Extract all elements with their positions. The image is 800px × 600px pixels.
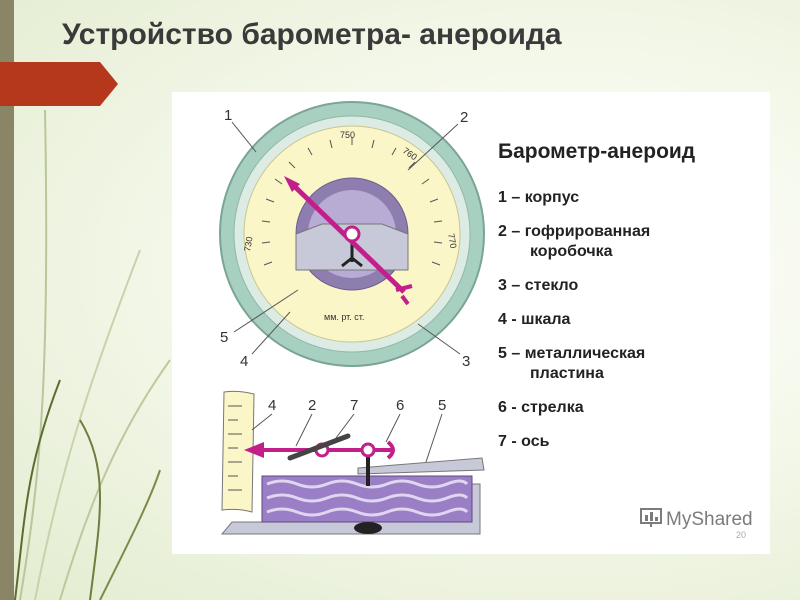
legend-item-number: 7 bbox=[498, 433, 507, 450]
barometer-diagram: 730 750 760 770 мм. рт. ст. bbox=[219, 101, 485, 535]
legend-item: 5 – металлическая пластина bbox=[498, 344, 764, 384]
mech-callout-5: 5 bbox=[438, 397, 446, 414]
legend-item-number: 3 bbox=[498, 277, 507, 294]
legend-item-text: – металлическая bbox=[511, 345, 646, 362]
legend-title: Барометр-анероид bbox=[498, 140, 696, 163]
pointer-tip bbox=[284, 176, 300, 192]
mech-callout-6: 6 bbox=[396, 397, 404, 414]
legend-item-number: 4 bbox=[498, 311, 507, 328]
legend-item: 1 – корпус bbox=[498, 188, 764, 208]
legend-item-text: – корпус bbox=[511, 189, 580, 206]
slide-number: 20 bbox=[736, 530, 747, 540]
scale-label-730: 730 bbox=[242, 236, 254, 253]
legend-item-number: 6 bbox=[498, 399, 507, 416]
dial-callout-2: 2 bbox=[460, 109, 468, 126]
scale-strip bbox=[221, 390, 255, 513]
watermark-text: MyShared bbox=[666, 509, 753, 530]
legend-item-text: – гофрированная bbox=[511, 223, 651, 240]
dial-callout-1: 1 bbox=[224, 107, 232, 124]
myshared-logo-icon bbox=[640, 508, 662, 527]
legend-item: 4 - шкала bbox=[498, 310, 764, 330]
legend-item: 3 – стекло bbox=[498, 276, 764, 296]
mechanism-section: 4 2 7 6 5 bbox=[220, 390, 485, 535]
dial-callout-4: 4 bbox=[240, 353, 248, 370]
metal-plate-section bbox=[357, 457, 485, 475]
legend-item-text: – стекло bbox=[511, 277, 579, 294]
mech-callout-7: 7 bbox=[350, 397, 358, 414]
legend-item: 6 - стрелка bbox=[498, 398, 764, 418]
legend-item-number: 5 bbox=[498, 345, 507, 362]
pointer-axis bbox=[343, 225, 361, 243]
title-arrow-tab bbox=[0, 62, 118, 106]
dial-callout-5: 5 bbox=[220, 329, 228, 346]
legend-item-text: - шкала bbox=[511, 311, 571, 328]
mech-callout-2: 2 bbox=[308, 397, 316, 414]
dial-scale-ticks bbox=[261, 137, 443, 266]
slide-title: Устройство барометра- анероида bbox=[62, 18, 562, 51]
watermark: MyShared bbox=[640, 508, 753, 531]
mechanism-callout-lines bbox=[251, 413, 443, 463]
legend-item-number: 1 bbox=[498, 189, 507, 206]
barometer-dial: 730 750 760 770 мм. рт. ст. bbox=[219, 101, 485, 370]
legend-item-text-continued: коробочка bbox=[530, 243, 613, 260]
scale-label-770: 770 bbox=[446, 233, 458, 250]
legend-item: 7 - ось bbox=[498, 432, 764, 452]
legend-item-number: 2 bbox=[498, 223, 507, 240]
diagram-panel: 730 750 760 770 мм. рт. ст. bbox=[172, 92, 770, 554]
legend-item-text-continued: пластина bbox=[530, 365, 604, 382]
mech-callout-4: 4 bbox=[268, 397, 276, 414]
scale-label-750: 750 bbox=[340, 130, 355, 140]
legend-item-text: - ось bbox=[511, 433, 550, 450]
dial-callout-lines bbox=[231, 121, 461, 355]
legend-item: 2 – гофрированная коробочка bbox=[498, 222, 764, 262]
scale-strip-ticks bbox=[228, 405, 242, 491]
dial-unit-label: мм. рт. ст. bbox=[324, 312, 364, 322]
dial-callout-3: 3 bbox=[462, 353, 470, 370]
left-decor-bar bbox=[0, 0, 14, 600]
legend-item-text: - стрелка bbox=[511, 399, 584, 416]
lever bbox=[287, 433, 351, 461]
